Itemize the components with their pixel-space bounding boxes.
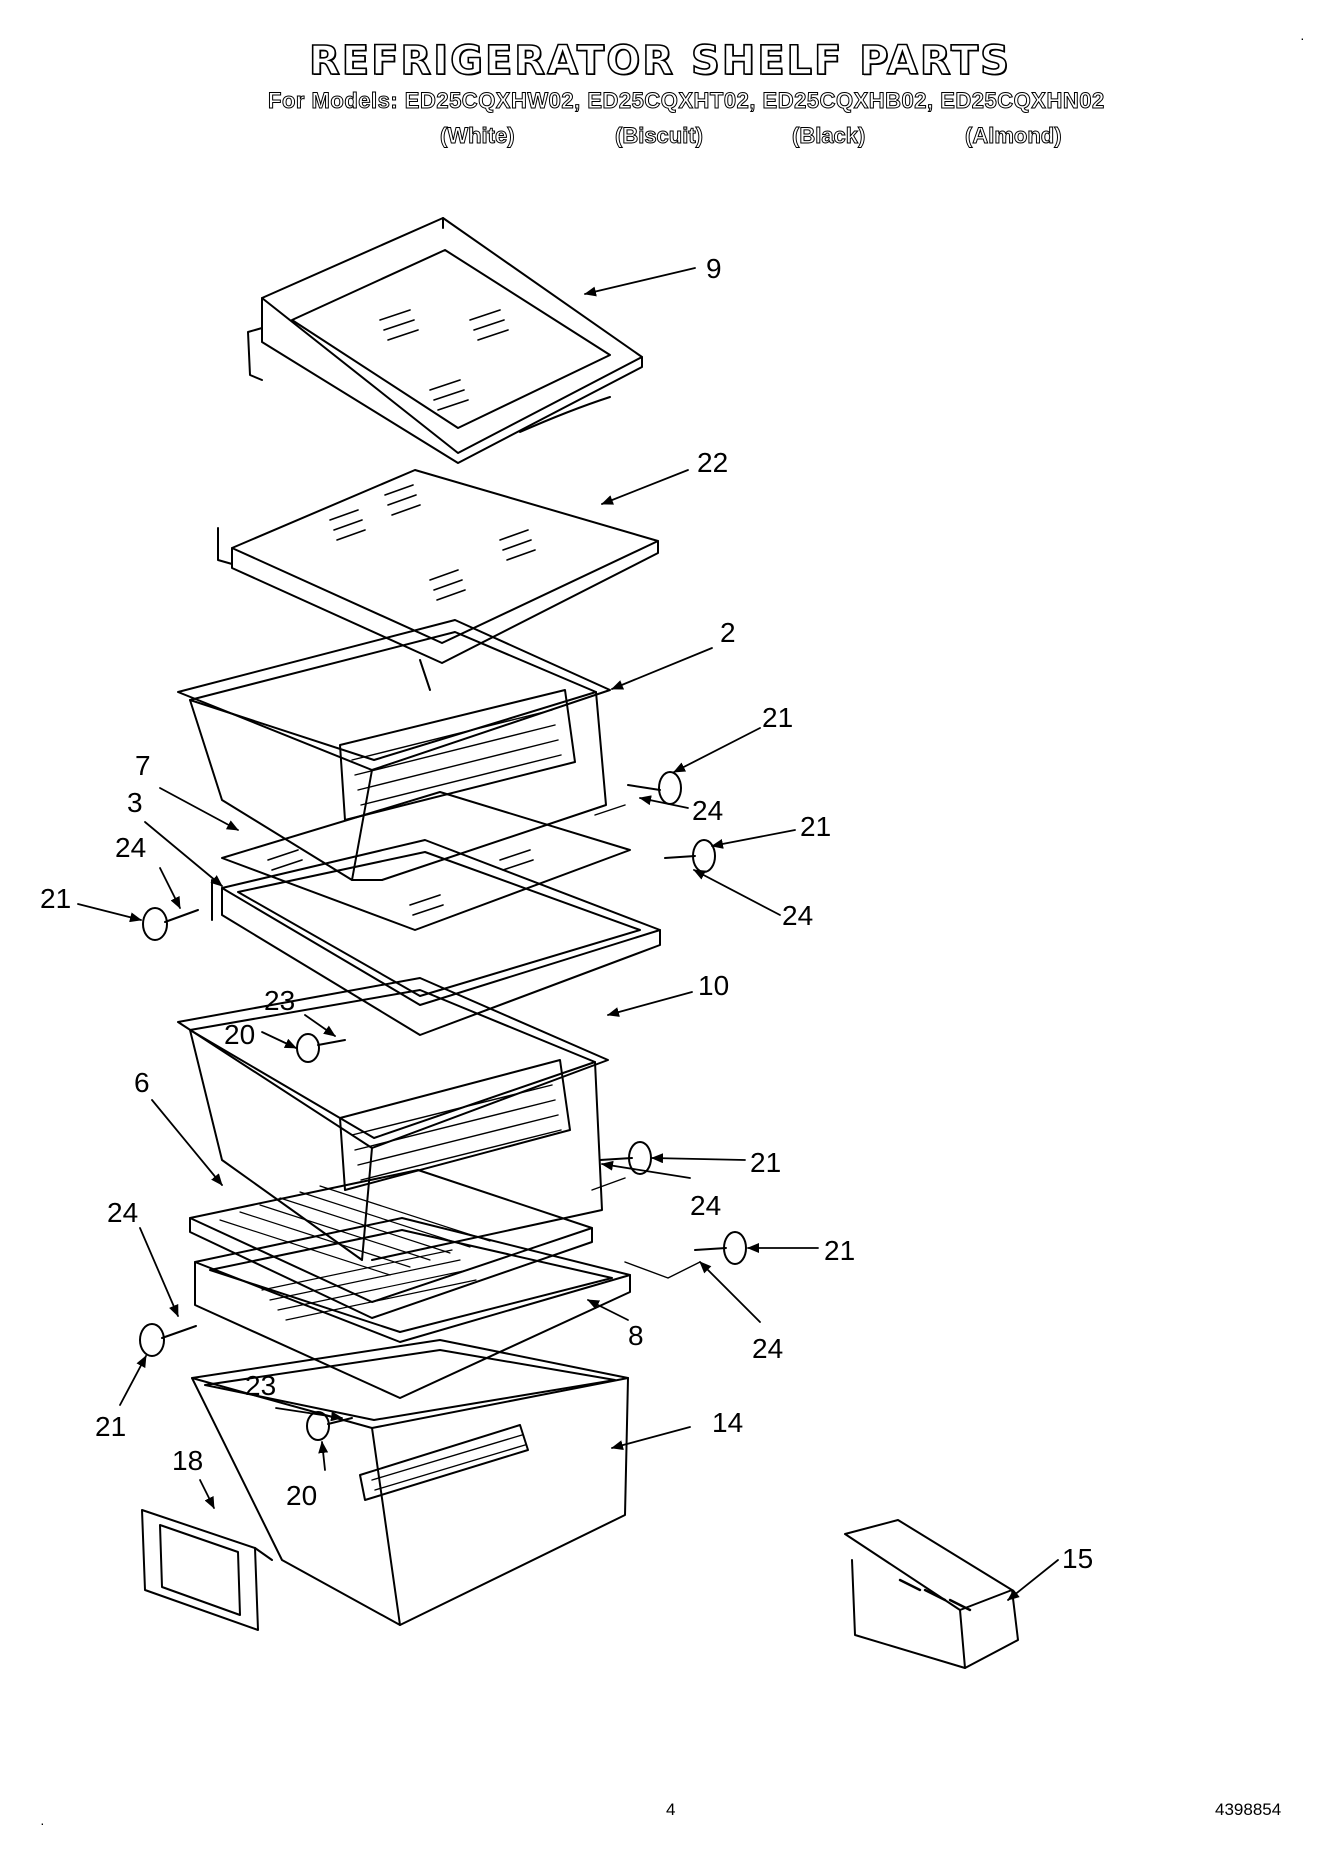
- callout-23-a: 23: [264, 985, 295, 1016]
- callout-9: 9: [706, 253, 722, 284]
- callout-6: 6: [134, 1067, 150, 1098]
- callout-24-e: 24: [752, 1333, 783, 1364]
- part-15-small-bin: [844, 1519, 1019, 1669]
- page-number: 4: [666, 1800, 676, 1819]
- part-14-lower-drawer: [191, 1339, 629, 1626]
- callout-20-a: 20: [224, 1019, 255, 1050]
- callout-20-b: 20: [286, 1480, 317, 1511]
- variant-almond: (Almond): [965, 123, 1063, 149]
- part-22-glass-shelf: [217, 469, 659, 664]
- callout-21-f: 21: [95, 1411, 126, 1442]
- variant-black: (Black): [791, 123, 866, 149]
- callout-24-d: 24: [690, 1190, 721, 1221]
- callout-21-d: 21: [750, 1147, 781, 1178]
- callout-24-b: 24: [782, 900, 813, 931]
- callout-23-b: 23: [245, 1370, 276, 1401]
- part-9-upper-glass-shelf: [247, 217, 643, 464]
- footer-mark: ·: [40, 1815, 45, 1831]
- part-7-crisper-cover-glass: [221, 791, 631, 931]
- callout-21-c: 21: [40, 883, 71, 914]
- callout-24-a: 24: [692, 795, 723, 826]
- callout-2: 2: [720, 617, 736, 648]
- page-title: REFRIGERATOR SHELF PARTS: [308, 37, 1011, 85]
- leader-lines: [77, 267, 1059, 1601]
- callout-15: 15: [1062, 1543, 1093, 1574]
- callout-7: 7: [135, 750, 151, 781]
- document-number: 4398854: [1215, 1800, 1282, 1819]
- callout-14: 14: [712, 1407, 743, 1438]
- callout-21-b: 21: [800, 811, 831, 842]
- part-3-crisper-cover-frame: [211, 839, 661, 1036]
- models-line: For Models: ED25CQXHW02, ED25CQXHT02, ED…: [268, 88, 1105, 114]
- callout-labels: 9 22 2 21 24 21 24 7 3 24 21 10 23 20 6 …: [40, 253, 1093, 1574]
- variant-biscuit: (Biscuit): [615, 123, 704, 149]
- callout-3: 3: [127, 787, 143, 818]
- callout-22: 22: [697, 447, 728, 478]
- callout-21-e: 21: [824, 1235, 855, 1266]
- callout-24-c: 24: [115, 832, 146, 863]
- part-2-upper-crisper-pan: [177, 619, 611, 881]
- callout-24-f: 24: [107, 1197, 138, 1228]
- callout-21-a: 21: [762, 702, 793, 733]
- part-8-lower-crisper-frame: [194, 1217, 631, 1399]
- callout-8: 8: [628, 1320, 644, 1351]
- callout-18: 18: [172, 1445, 203, 1476]
- callout-10: 10: [698, 970, 729, 1001]
- part-6-lattice-shelf: [189, 1169, 593, 1319]
- part-10-middle-crisper-pan: [177, 977, 609, 1261]
- corner-mark: ·: [1300, 30, 1305, 46]
- variant-white: (White): [440, 123, 516, 149]
- part-18-label-card: [141, 1509, 273, 1631]
